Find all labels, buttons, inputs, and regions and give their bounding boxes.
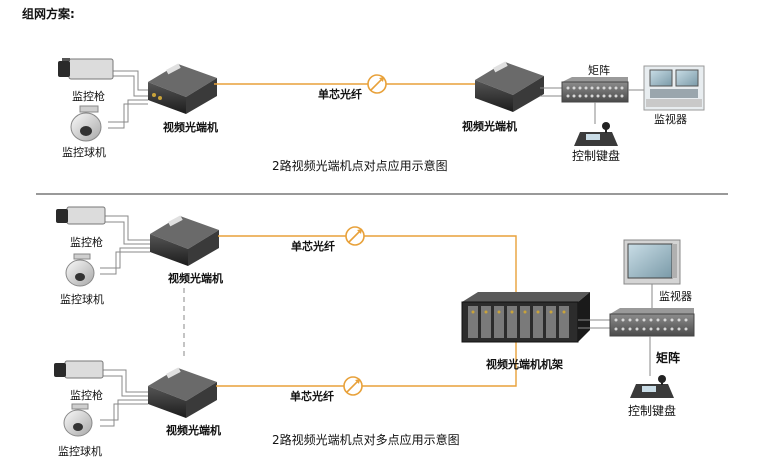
bottom-lower-camera-label: 监控枪: [70, 389, 103, 402]
bottom-monitor-label: 监视器: [659, 290, 692, 303]
top-matrix-label: 矩阵: [588, 64, 610, 77]
top-diagram-caption: 2路视频光端机点对点应用示意图: [272, 159, 448, 173]
bottom-keyboard-label: 控制键盘: [628, 404, 677, 418]
top-control-keyboard-icon: [574, 122, 618, 146]
top-monitor-wall-icon: [643, 65, 705, 111]
top-coax-cables: [108, 70, 148, 129]
bottom-upper-transmitter-label: 视频光端机: [168, 272, 223, 285]
top-matrix-output-cables: [594, 89, 644, 124]
bottom-monitor-icon: [623, 239, 681, 285]
bottom-upper-camera-label: 监控枪: [70, 236, 103, 249]
bottom-lower-transmitter-label: 视频光端机: [166, 424, 221, 437]
top-dome-label: 监控球机: [62, 146, 106, 159]
bottom-lower-box-camera-icon: [54, 360, 104, 379]
bottom-lower-dome-label: 监控球机: [58, 445, 102, 458]
top-receiver-label: 视频光端机: [462, 120, 517, 133]
bottom-matrix-label: 矩阵: [656, 351, 681, 365]
bottom-upper-fiber-line: [218, 226, 517, 298]
bottom-lower-coax-cables: [100, 369, 148, 427]
top-fiber-line: [214, 74, 478, 94]
top-receiver-matrix-cables: [540, 87, 562, 97]
bottom-lower-fiber-line: [216, 342, 517, 396]
bottom-lower-dome-camera-icon: [63, 403, 93, 437]
bottom-lower-fiber-label: 单芯光纤: [290, 390, 334, 403]
bottom-upper-fiber-label: 单芯光纤: [291, 240, 335, 253]
bottom-rack-matrix-cables: [578, 319, 610, 329]
page-title: 组网方案:: [22, 7, 75, 21]
bottom-diagram-caption: 2路视频光端机点对多点应用示意图: [272, 433, 460, 447]
top-transmitter-device-icon: [148, 63, 217, 114]
bottom-upper-dome-label: 监控球机: [60, 293, 104, 306]
bottom-upper-coax-cables: [100, 215, 150, 275]
top-monitor-label: 监视器: [654, 113, 687, 126]
top-receiver-device-icon: [475, 61, 544, 112]
bottom-lower-transmitter-device-icon: [148, 367, 217, 418]
top-transmitter-label: 视频光端机: [163, 121, 218, 134]
bottom-rack-chassis-icon: [461, 292, 590, 343]
top-dome-camera-icon: [70, 105, 102, 142]
top-fiber-label: 单芯光纤: [318, 88, 362, 101]
bottom-rack-label: 视频光端机机架: [486, 358, 563, 371]
bottom-upper-box-camera-icon: [56, 206, 106, 225]
top-keyboard-label: 控制键盘: [572, 149, 621, 163]
top-matrix-device-icon: [561, 77, 629, 103]
bottom-matrix-device-icon: [609, 308, 695, 337]
bottom-upper-dome-camera-icon: [65, 253, 95, 287]
bottom-control-keyboard-icon: [630, 375, 674, 398]
top-camera-label: 监控枪: [72, 90, 105, 103]
top-box-camera-icon: [58, 58, 114, 80]
bottom-upper-transmitter-device-icon: [150, 215, 219, 266]
